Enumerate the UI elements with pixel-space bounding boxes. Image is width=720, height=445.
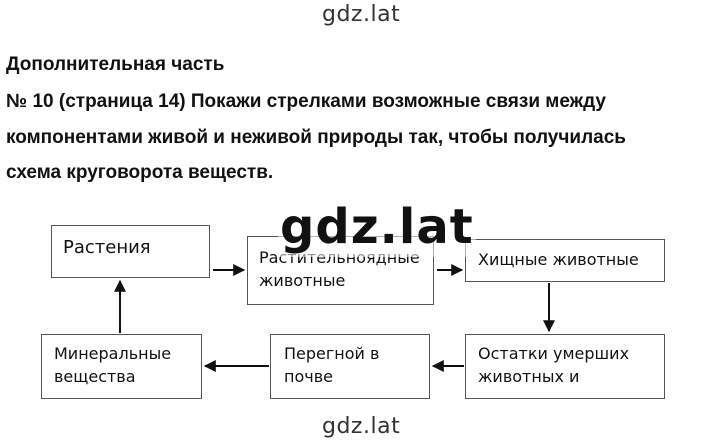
node-minerals: Минеральные вещества	[41, 334, 202, 399]
node-humus: Перегной в почве	[270, 334, 430, 399]
node-plants: Растения	[51, 225, 210, 278]
node-minerals-label: Минеральные вещества	[54, 344, 172, 386]
task-text-line-2: компонентами живой и неживой природы так…	[6, 127, 626, 148]
node-humus-label: Перегной в почве	[284, 344, 380, 386]
task-text-line-1: № 10 (страница 14) Покажи стрелками возм…	[6, 91, 606, 112]
section-title: Дополнительная часть	[6, 54, 225, 75]
node-remains: Остатки умерших животных и	[465, 334, 665, 399]
node-predators: Хищные животные	[465, 239, 665, 282]
watermark-bottom: gdz.lat	[322, 414, 401, 439]
node-predators-label: Хищные животные	[478, 250, 639, 269]
node-plants-label: Растения	[63, 237, 151, 258]
watermark-center: gdz.lat	[278, 197, 476, 257]
task-text-line-3: схема круговорота веществ.	[6, 162, 274, 183]
watermark-top: gdz.lat	[322, 2, 401, 27]
node-remains-label: Остатки умерших животных и	[478, 344, 630, 386]
